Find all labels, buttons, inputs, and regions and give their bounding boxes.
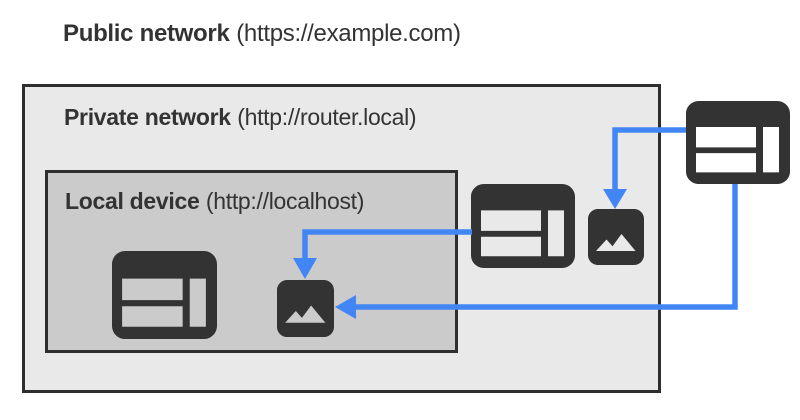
image-icon <box>588 209 644 265</box>
private-network-name: Private network <box>64 104 231 130</box>
browser-window-icon <box>112 251 217 339</box>
image-icon <box>277 280 334 337</box>
public-network-label: Public network(https://example.com) <box>63 20 461 48</box>
public-network-name: Public network <box>63 20 230 47</box>
local-device-name: Local device <box>65 188 200 214</box>
private-network-url: (http://router.local) <box>237 104 417 130</box>
browser-window-icon <box>686 101 790 184</box>
local-device-label: Local device(http://localhost) <box>65 188 364 215</box>
private-network-label: Private network(http://router.local) <box>64 104 417 131</box>
public-network-url: (https://example.com) <box>236 20 461 47</box>
browser-window-icon <box>471 184 575 268</box>
local-device-url: (http://localhost) <box>205 188 365 214</box>
